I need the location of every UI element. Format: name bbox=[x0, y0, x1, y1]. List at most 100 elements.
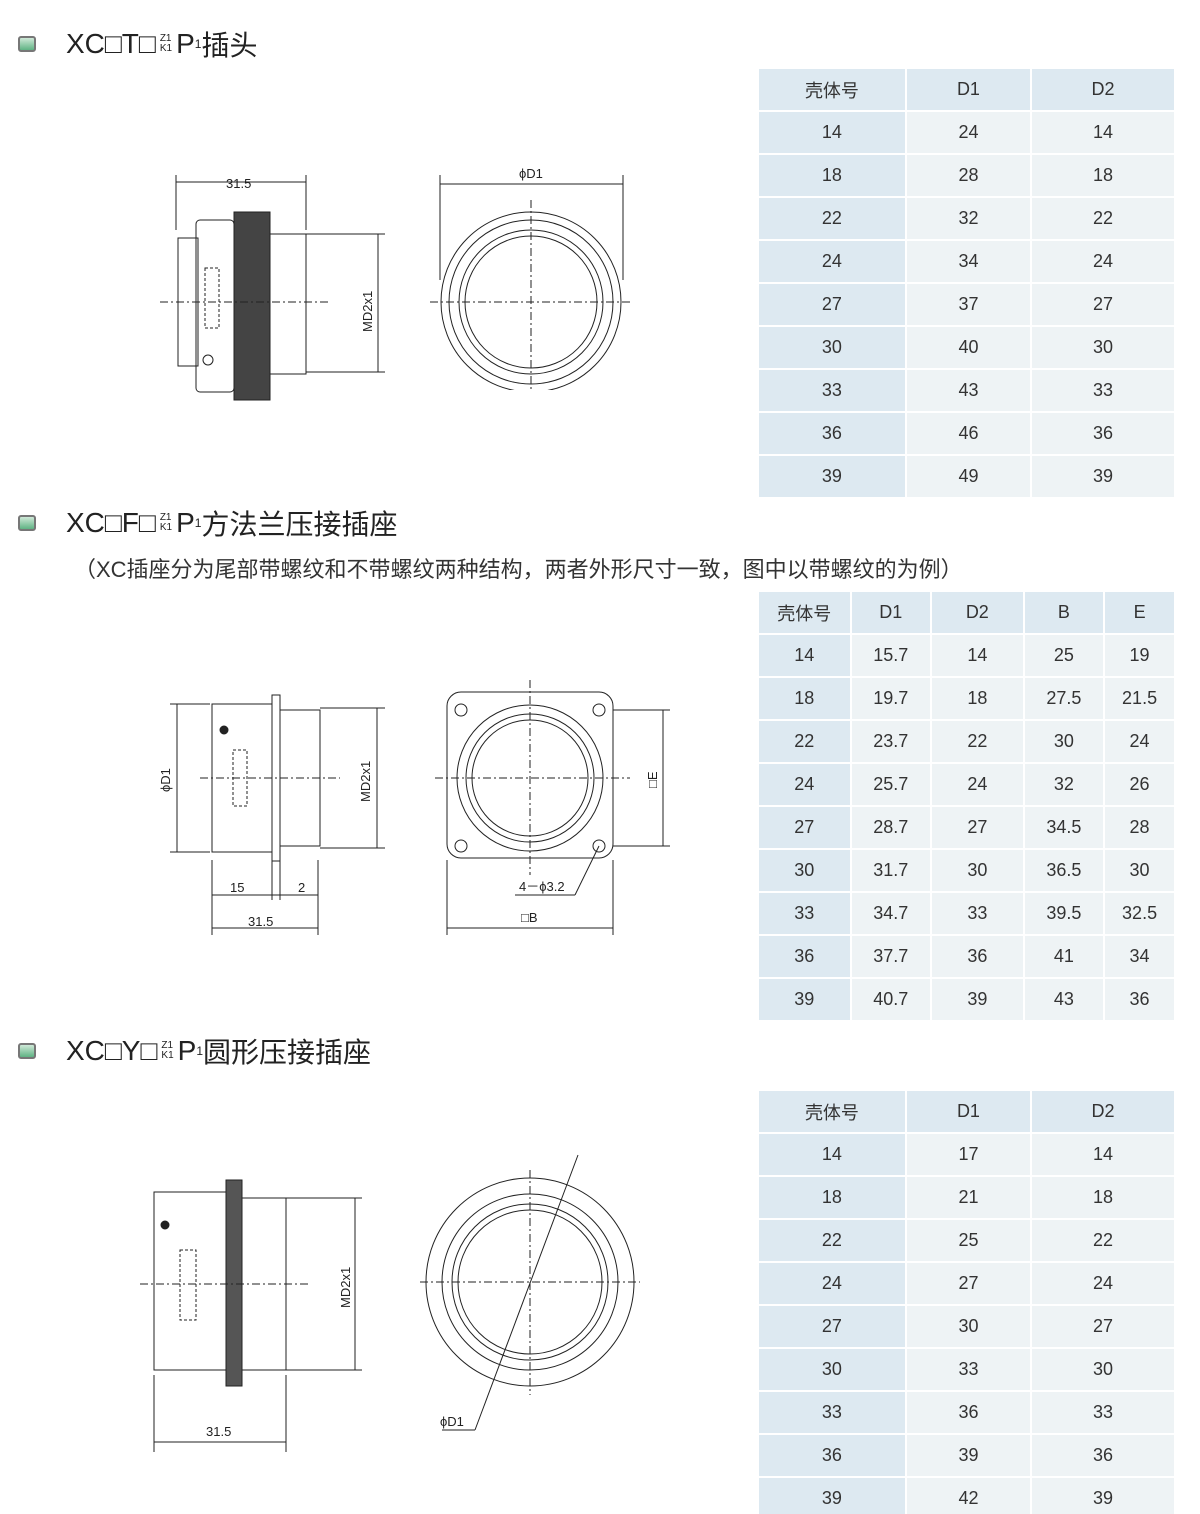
sub-bottom: K1 bbox=[159, 43, 173, 54]
table-cell: 27 bbox=[1032, 284, 1174, 325]
table-cell: 36 bbox=[1105, 979, 1174, 1020]
table-cell: 27 bbox=[759, 284, 905, 325]
table-cell: 30 bbox=[906, 1306, 1031, 1347]
bullet-icon bbox=[18, 36, 36, 52]
column-header: D1 bbox=[906, 69, 1031, 110]
table-cell: 40 bbox=[906, 327, 1031, 368]
table-cell: 27 bbox=[1032, 1306, 1174, 1347]
flange-front-view-drawing: □E 4－ϕ3.2 □B bbox=[435, 680, 670, 935]
table-cell: 34.7 bbox=[851, 893, 931, 934]
dim-diameter: ϕD1 bbox=[158, 768, 173, 792]
dim-thread: MD2x1 bbox=[360, 291, 375, 332]
table-cell: 18 bbox=[759, 155, 905, 196]
title-p: P bbox=[176, 507, 195, 538]
round-receptacle-front-view-drawing: ϕD1 bbox=[420, 1154, 640, 1431]
table-cell: 22 bbox=[759, 198, 905, 239]
table-cell: 21.5 bbox=[1105, 678, 1174, 719]
table-cell: 24 bbox=[906, 112, 1031, 153]
dim-2: 2 bbox=[298, 880, 305, 895]
table-cell: 36 bbox=[759, 936, 850, 977]
table-cell: 25.7 bbox=[851, 764, 931, 805]
dim-thread: MD2x1 bbox=[338, 1267, 353, 1308]
table-cell: 18 bbox=[932, 678, 1023, 719]
table-cell: 14 bbox=[759, 112, 905, 153]
table-cell: 46 bbox=[906, 413, 1031, 454]
column-header: 壳体号 bbox=[759, 69, 905, 110]
table-cell: 30 bbox=[1024, 721, 1104, 762]
column-header: 壳体号 bbox=[759, 1091, 905, 1132]
plug-front-view-drawing: ϕD1 bbox=[430, 166, 633, 390]
table-cell: 37 bbox=[906, 284, 1031, 325]
round-receptacle-side-view-drawing: MD2x1 31.5 bbox=[140, 1179, 362, 1452]
table-cell: 30 bbox=[1032, 1349, 1174, 1390]
table-cell: 18 bbox=[1032, 155, 1174, 196]
table-cell: 30 bbox=[759, 1349, 905, 1390]
table-cell: 33 bbox=[759, 370, 905, 411]
table-cell: 39 bbox=[759, 1478, 905, 1514]
table-cell: 27 bbox=[759, 807, 850, 848]
sub-bottom: K1 bbox=[161, 1050, 174, 1061]
plug-side-view-drawing: 31.5 MD2x1 bbox=[160, 175, 385, 401]
table-cell: 24 bbox=[759, 764, 850, 805]
table-cell: 39 bbox=[1032, 456, 1174, 497]
dim-holes: 4－ϕ3.2 bbox=[519, 879, 565, 894]
table-cell: 21 bbox=[906, 1177, 1031, 1218]
title-p-sub: 1 bbox=[194, 516, 202, 530]
table-cell: 24 bbox=[759, 1263, 905, 1304]
table-cell: 33 bbox=[1032, 370, 1174, 411]
table-cell: 43 bbox=[1024, 979, 1104, 1020]
table-cell: 27 bbox=[759, 1306, 905, 1347]
table-cell: 39.5 bbox=[1024, 893, 1104, 934]
table-cell: 23.7 bbox=[851, 721, 931, 762]
table-cell: 28 bbox=[1105, 807, 1174, 848]
title-p: P bbox=[177, 1035, 197, 1066]
table-cell: 25 bbox=[1024, 635, 1104, 676]
table-cell: 14 bbox=[932, 635, 1023, 676]
title-suffix: 方法兰压接插座 bbox=[201, 509, 398, 540]
table-cell: 39 bbox=[1032, 1478, 1174, 1514]
table-cell: 49 bbox=[906, 456, 1031, 497]
table-cell: 30 bbox=[932, 850, 1023, 891]
table-cell: 36.5 bbox=[1024, 850, 1104, 891]
table-cell: 15.7 bbox=[851, 635, 931, 676]
table-cell: 22 bbox=[759, 1220, 905, 1261]
title-suffix: 圆形压接插座 bbox=[203, 1037, 372, 1068]
title-suffix: 插头 bbox=[201, 30, 258, 61]
table-cell: 22 bbox=[932, 721, 1023, 762]
column-header: D2 bbox=[932, 592, 1023, 633]
table-cell: 40.7 bbox=[851, 979, 931, 1020]
sub-top: Z1 bbox=[161, 1040, 174, 1051]
table-cell: 14 bbox=[1032, 112, 1174, 153]
dim-length: 31.5 bbox=[248, 914, 273, 929]
table-cell: 36 bbox=[906, 1392, 1031, 1433]
table-cell: 30 bbox=[1032, 327, 1174, 368]
table-cell: 14 bbox=[759, 635, 850, 676]
dim-15: 15 bbox=[230, 880, 244, 895]
table-cell: 33 bbox=[759, 893, 850, 934]
table-cell: 17 bbox=[906, 1134, 1031, 1175]
dim-diameter: ϕD1 bbox=[519, 166, 543, 181]
dim-thread: MD2x1 bbox=[358, 761, 373, 802]
